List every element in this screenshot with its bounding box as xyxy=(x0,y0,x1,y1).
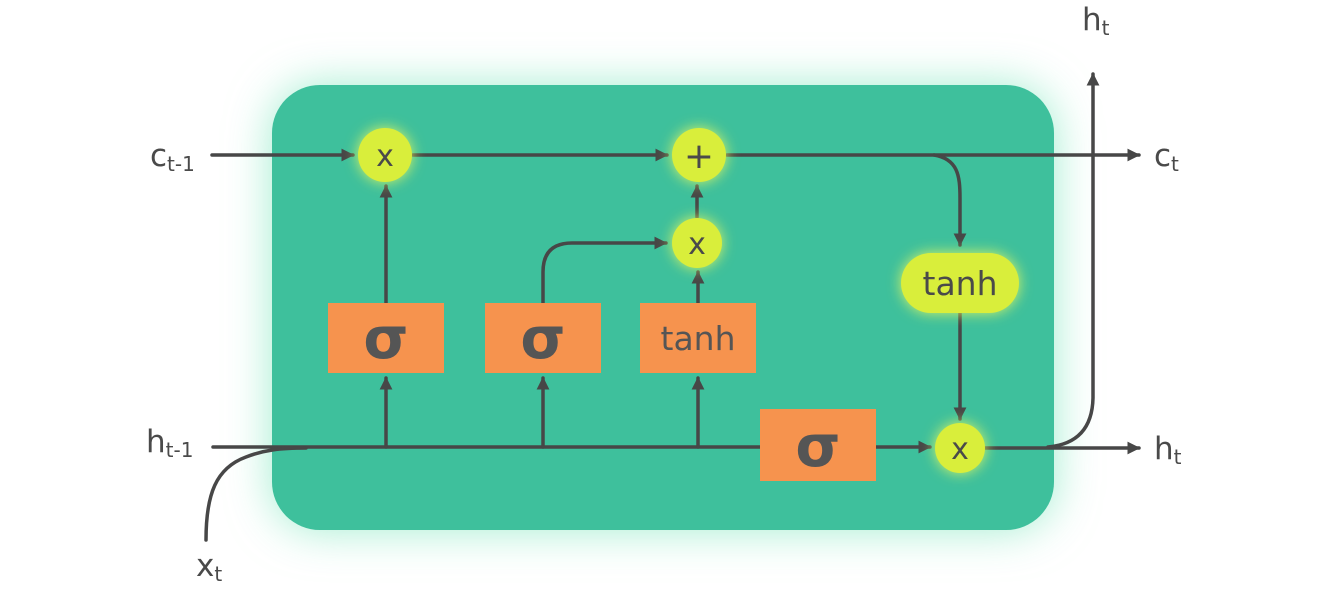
tanh-activation-label: tanh xyxy=(923,264,998,303)
hidden-out-label: ht xyxy=(1154,431,1182,469)
input-gate-to-multiply-line xyxy=(541,236,668,305)
hidden-in-label: ht-1 xyxy=(146,424,193,462)
hidden-out-top-base: h xyxy=(1082,2,1102,38)
add-label: + xyxy=(684,136,714,177)
output-gate-label: σ xyxy=(795,412,840,480)
input-base: x xyxy=(196,548,214,584)
hidden-out-top-sub: t xyxy=(1102,16,1110,40)
hidden-out-base: h xyxy=(1154,431,1174,467)
forget-gate-label: σ xyxy=(363,304,408,372)
forget-gate-box xyxy=(328,303,444,373)
input-sub: t xyxy=(214,562,222,586)
forget-multiply-label: x xyxy=(376,139,394,174)
forget-multiply-node xyxy=(358,128,412,182)
output-multiply-node xyxy=(935,423,985,473)
cell-state-out-label: ct xyxy=(1154,138,1179,176)
hidden-in-sub: t-1 xyxy=(166,438,194,462)
add-node xyxy=(672,128,726,182)
hidden-out-sub: t xyxy=(1174,445,1182,469)
input-gate-box xyxy=(485,303,601,373)
cell-state-out-base: c xyxy=(1154,138,1171,174)
cell-state-in-base: c xyxy=(150,138,167,174)
cell-state-in-sub: t-1 xyxy=(167,152,195,176)
input-multiply-label: x xyxy=(688,227,706,262)
cell-state-out-sub: t xyxy=(1171,152,1179,176)
output-gate-box xyxy=(760,409,876,481)
hidden-out-top-branch xyxy=(1046,72,1100,449)
hidden-in-base: h xyxy=(146,424,166,460)
cell-state-branch-to-tanh xyxy=(932,153,967,247)
input-xt-curve xyxy=(204,446,308,542)
input-label: xt xyxy=(196,548,222,586)
output-multiply-label: x xyxy=(951,432,969,467)
input-multiply-node xyxy=(672,218,722,268)
candidate-gate-box xyxy=(640,303,756,373)
tanh-activation-pill xyxy=(901,253,1019,313)
hidden-out-top-label: ht xyxy=(1082,2,1110,40)
input-gate-label: σ xyxy=(520,304,565,372)
cell-state-in-label: ct-1 xyxy=(150,138,195,176)
candidate-gate-label: tanh xyxy=(661,319,736,358)
